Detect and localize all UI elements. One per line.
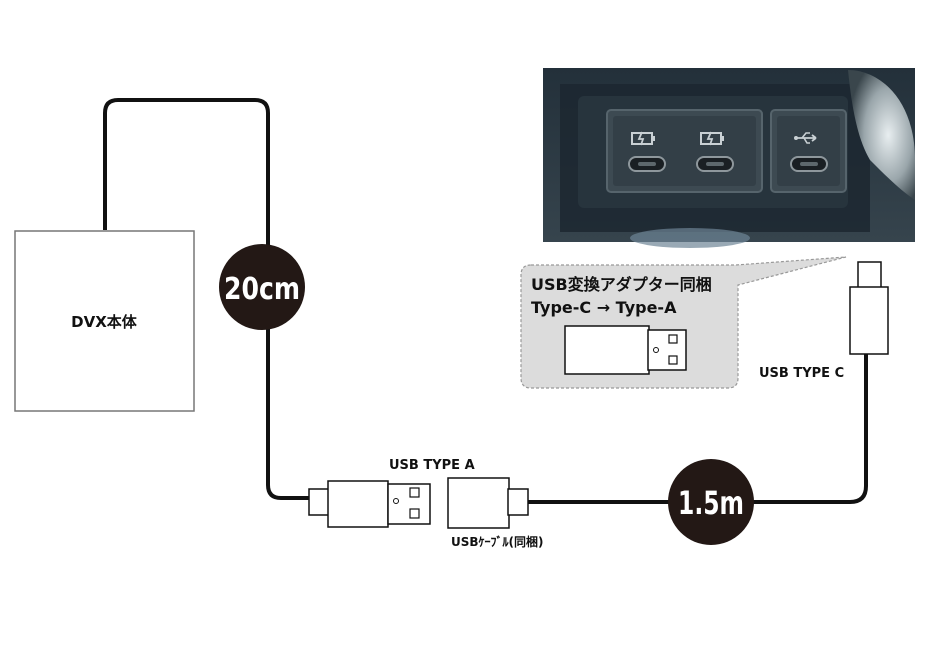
usb-c-port: [790, 156, 828, 172]
usb-a-receptacle: [447, 477, 529, 529]
adapter-callout: USB変換アダプター同梱 Type-C → Type-A: [520, 256, 847, 389]
usb-c-port: [628, 156, 666, 172]
dvx-unit: DVX本体: [14, 230, 195, 412]
length-badge-short: 20cm: [219, 244, 305, 330]
dvx-unit-label: DVX本体: [71, 313, 138, 331]
adapter-title: USB変換アダプター同梱: [531, 275, 712, 294]
charge-icon: [700, 131, 724, 146]
adapter-subtitle: Type-C → Type-A: [531, 298, 677, 317]
long-cable-length: 1.5m: [678, 484, 744, 522]
usb-cable-label: USBｹｰﾌﾞﾙ(同梱): [451, 534, 544, 549]
usb-icon: [794, 132, 817, 144]
usb-a-plug: [308, 480, 431, 528]
usb-c-plug: [849, 261, 889, 355]
adapter-plug: [564, 325, 687, 375]
short-cable-length: 20cm: [224, 272, 300, 307]
console-photo: [543, 68, 915, 248]
usb-type-c-label: USB TYPE C: [759, 366, 844, 381]
cable: [103, 98, 868, 504]
usb-type-a-label: USB TYPE A: [389, 458, 475, 473]
length-badge-long: 1.5m: [668, 459, 754, 545]
usb-c-port: [696, 156, 734, 172]
charge-icon: [631, 131, 655, 146]
